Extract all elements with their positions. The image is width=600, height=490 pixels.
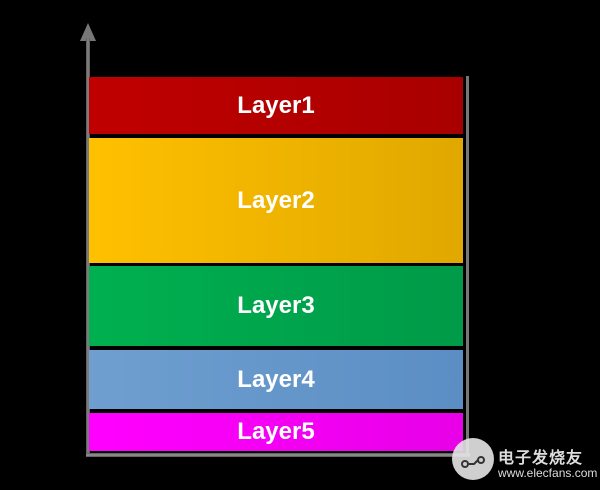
watermark-title: 电子发烧友: [498, 450, 584, 467]
layer-1: Layer1: [89, 77, 463, 134]
layer-5: Layer5: [89, 413, 463, 451]
y-axis: [86, 38, 90, 454]
watermark-url: www.elecfans.com: [498, 466, 598, 480]
layer-label: Layer5: [237, 418, 315, 445]
y-axis-arrow-icon: [80, 23, 96, 41]
right-border-line: [466, 76, 469, 456]
layer-label: Layer4: [237, 365, 315, 393]
layer-3: Layer3: [89, 266, 463, 346]
layer-2: Layer2: [89, 138, 463, 263]
layer-label: Layer1: [237, 91, 315, 119]
layer-label: Layer2: [237, 186, 315, 214]
layer-4: Layer4: [89, 350, 463, 409]
elecfans-logo-icon: [452, 438, 494, 480]
layer-label: Layer3: [237, 292, 315, 319]
watermark: 电子发烧友 www.elecfans.com: [452, 432, 600, 490]
x-axis: [86, 453, 470, 457]
